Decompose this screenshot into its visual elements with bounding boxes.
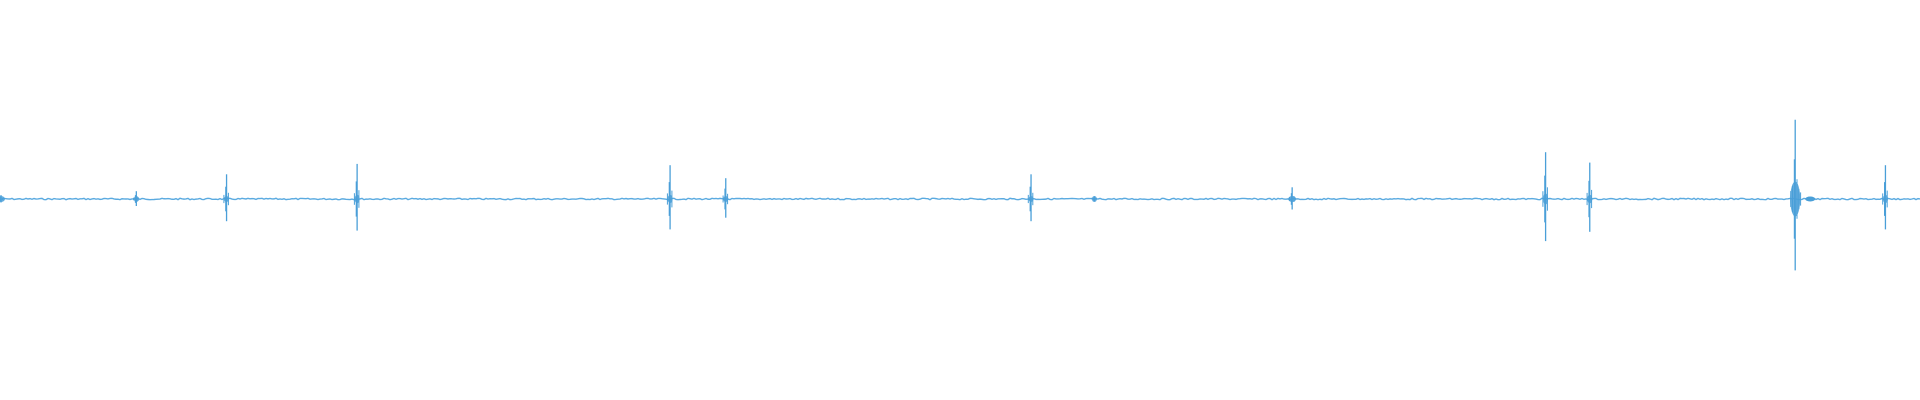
waveform-peak bbox=[1586, 162, 1593, 232]
waveform-peak bbox=[1027, 174, 1034, 222]
waveform-peak bbox=[666, 165, 673, 230]
waveform-peak bbox=[1542, 152, 1549, 242]
waveform-baseline bbox=[0, 197, 1920, 201]
waveform-peaks-group bbox=[0, 119, 1888, 271]
waveform-peak bbox=[1091, 196, 1097, 202]
waveform-peak bbox=[133, 191, 139, 206]
waveform-peak bbox=[1882, 165, 1888, 230]
waveform-peak bbox=[0, 195, 5, 203]
waveform-peak bbox=[1790, 119, 1816, 271]
waveform-peak bbox=[722, 178, 729, 218]
waveform-baseline-group bbox=[0, 197, 1920, 201]
waveform-peak bbox=[1288, 187, 1297, 210]
waveform-peak bbox=[223, 174, 230, 222]
waveform-peak bbox=[353, 163, 360, 231]
